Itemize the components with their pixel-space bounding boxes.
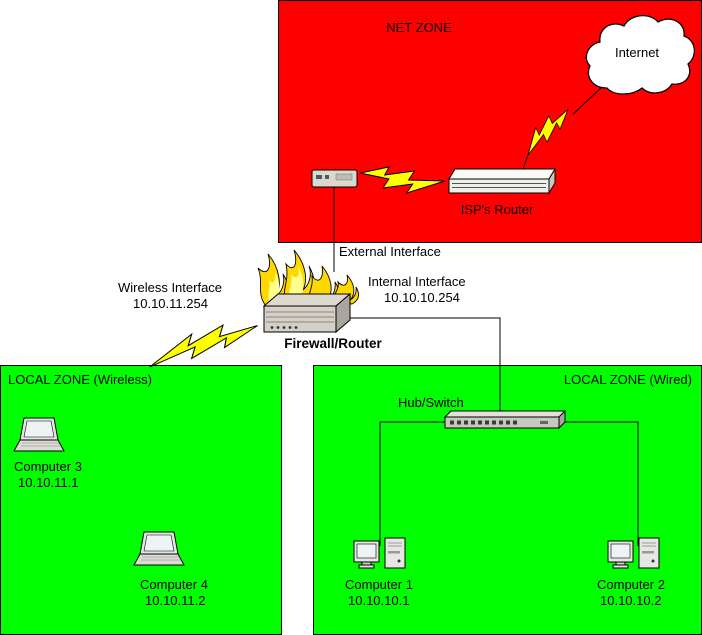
wireless-zone-label: LOCAL ZONE (Wireless): [8, 372, 152, 387]
lightning-router-internet: [527, 108, 569, 156]
wired-zone-label: LOCAL ZONE (Wired): [564, 372, 692, 387]
wireless-links: [149, 108, 569, 368]
computer1-label: Computer 1: [345, 577, 413, 592]
firewall-front: [263, 305, 337, 333]
monitor-screen: [610, 543, 631, 559]
hub-top: [443, 410, 567, 418]
isp-router: [448, 167, 556, 195]
lightning-modem-router: [359, 166, 446, 194]
firewall-label: Firewall/Router: [284, 336, 382, 351]
monitor-base: [358, 564, 375, 569]
firewall-top: [262, 293, 352, 307]
laptop-display: [143, 534, 175, 552]
computer4-icon: [133, 531, 185, 566]
modem-detail: [316, 173, 353, 181]
computer2-icon: [607, 537, 660, 569]
laptop-base: [133, 553, 185, 566]
computer2-label: Computer 2: [597, 577, 665, 592]
modem: [311, 169, 358, 188]
laptop-base: [13, 439, 65, 452]
firewall-device: [257, 249, 359, 334]
lightning-firewall-wireless: [149, 323, 258, 368]
internet-cloud: Internet: [585, 15, 695, 95]
laptop-display: [23, 420, 55, 438]
internet-label: Internet: [615, 45, 659, 60]
computer1-icon: [353, 537, 406, 569]
computer3-label: Computer 3: [14, 459, 82, 474]
isp-router-vents: [452, 183, 546, 188]
computer2-ip: 10.10.10.2: [600, 593, 661, 608]
local-zone-wired: [313, 365, 702, 635]
monitor-screen: [356, 543, 377, 559]
computer3-ip: 10.10.11.1: [18, 475, 78, 490]
isp-router-top: [448, 168, 556, 180]
computer4-label: Computer 4: [140, 577, 208, 592]
tower-detail: [642, 542, 656, 563]
isp-router-label: ISP's Router: [461, 202, 534, 217]
computer4-ip: 10.10.11.2: [145, 593, 205, 608]
link-firewall-hub: [349, 317, 501, 412]
cloud-shape: [585, 15, 695, 95]
link-internet-bolt: [572, 87, 602, 115]
computer3-icon: [13, 417, 65, 452]
tower-detail: [388, 542, 402, 563]
firewall-detail: [266, 311, 334, 329]
link-hub-computer2: [559, 421, 639, 546]
isp-router-front: [448, 178, 550, 194]
local-zone-wireless: [0, 365, 282, 635]
computer1-ip: 10.10.10.1: [348, 593, 409, 608]
hub-switch: [443, 409, 567, 430]
hub-ports: [450, 420, 548, 425]
link-hub-computer1: [379, 421, 445, 546]
link-bolt-isprouter: [522, 154, 529, 170]
monitor-base: [612, 564, 629, 569]
internal-interface-ip: 10.10.10.254: [384, 290, 460, 305]
external-interface-label: External Interface: [339, 244, 441, 259]
wireless-interface-ip: 10.10.11.254: [133, 296, 208, 311]
laptop-keys: [141, 556, 181, 561]
laptop-keys: [21, 442, 61, 447]
internal-interface-label: Internal Interface: [368, 274, 466, 289]
wireless-interface-label: Wireless Interface: [118, 280, 222, 295]
hub-label: Hub/Switch: [398, 395, 464, 410]
net-zone-label: NET ZONE: [386, 20, 452, 35]
